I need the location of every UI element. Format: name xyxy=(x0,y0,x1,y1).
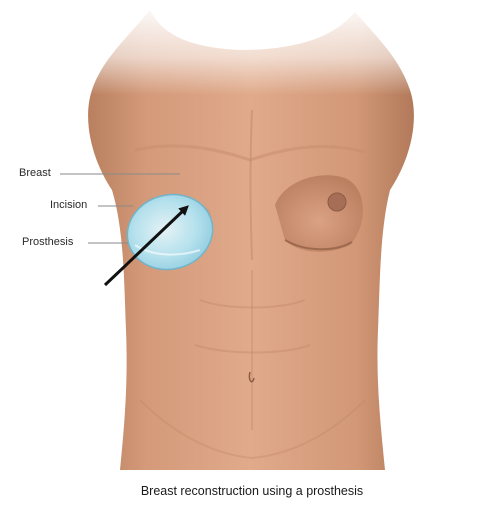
label-prosthesis: Prosthesis xyxy=(22,236,73,248)
label-incision: Incision xyxy=(50,199,87,211)
nipple xyxy=(328,193,346,211)
figure-caption: Breast reconstruction using a prosthesis xyxy=(0,484,504,498)
label-breast: Breast xyxy=(19,167,51,179)
